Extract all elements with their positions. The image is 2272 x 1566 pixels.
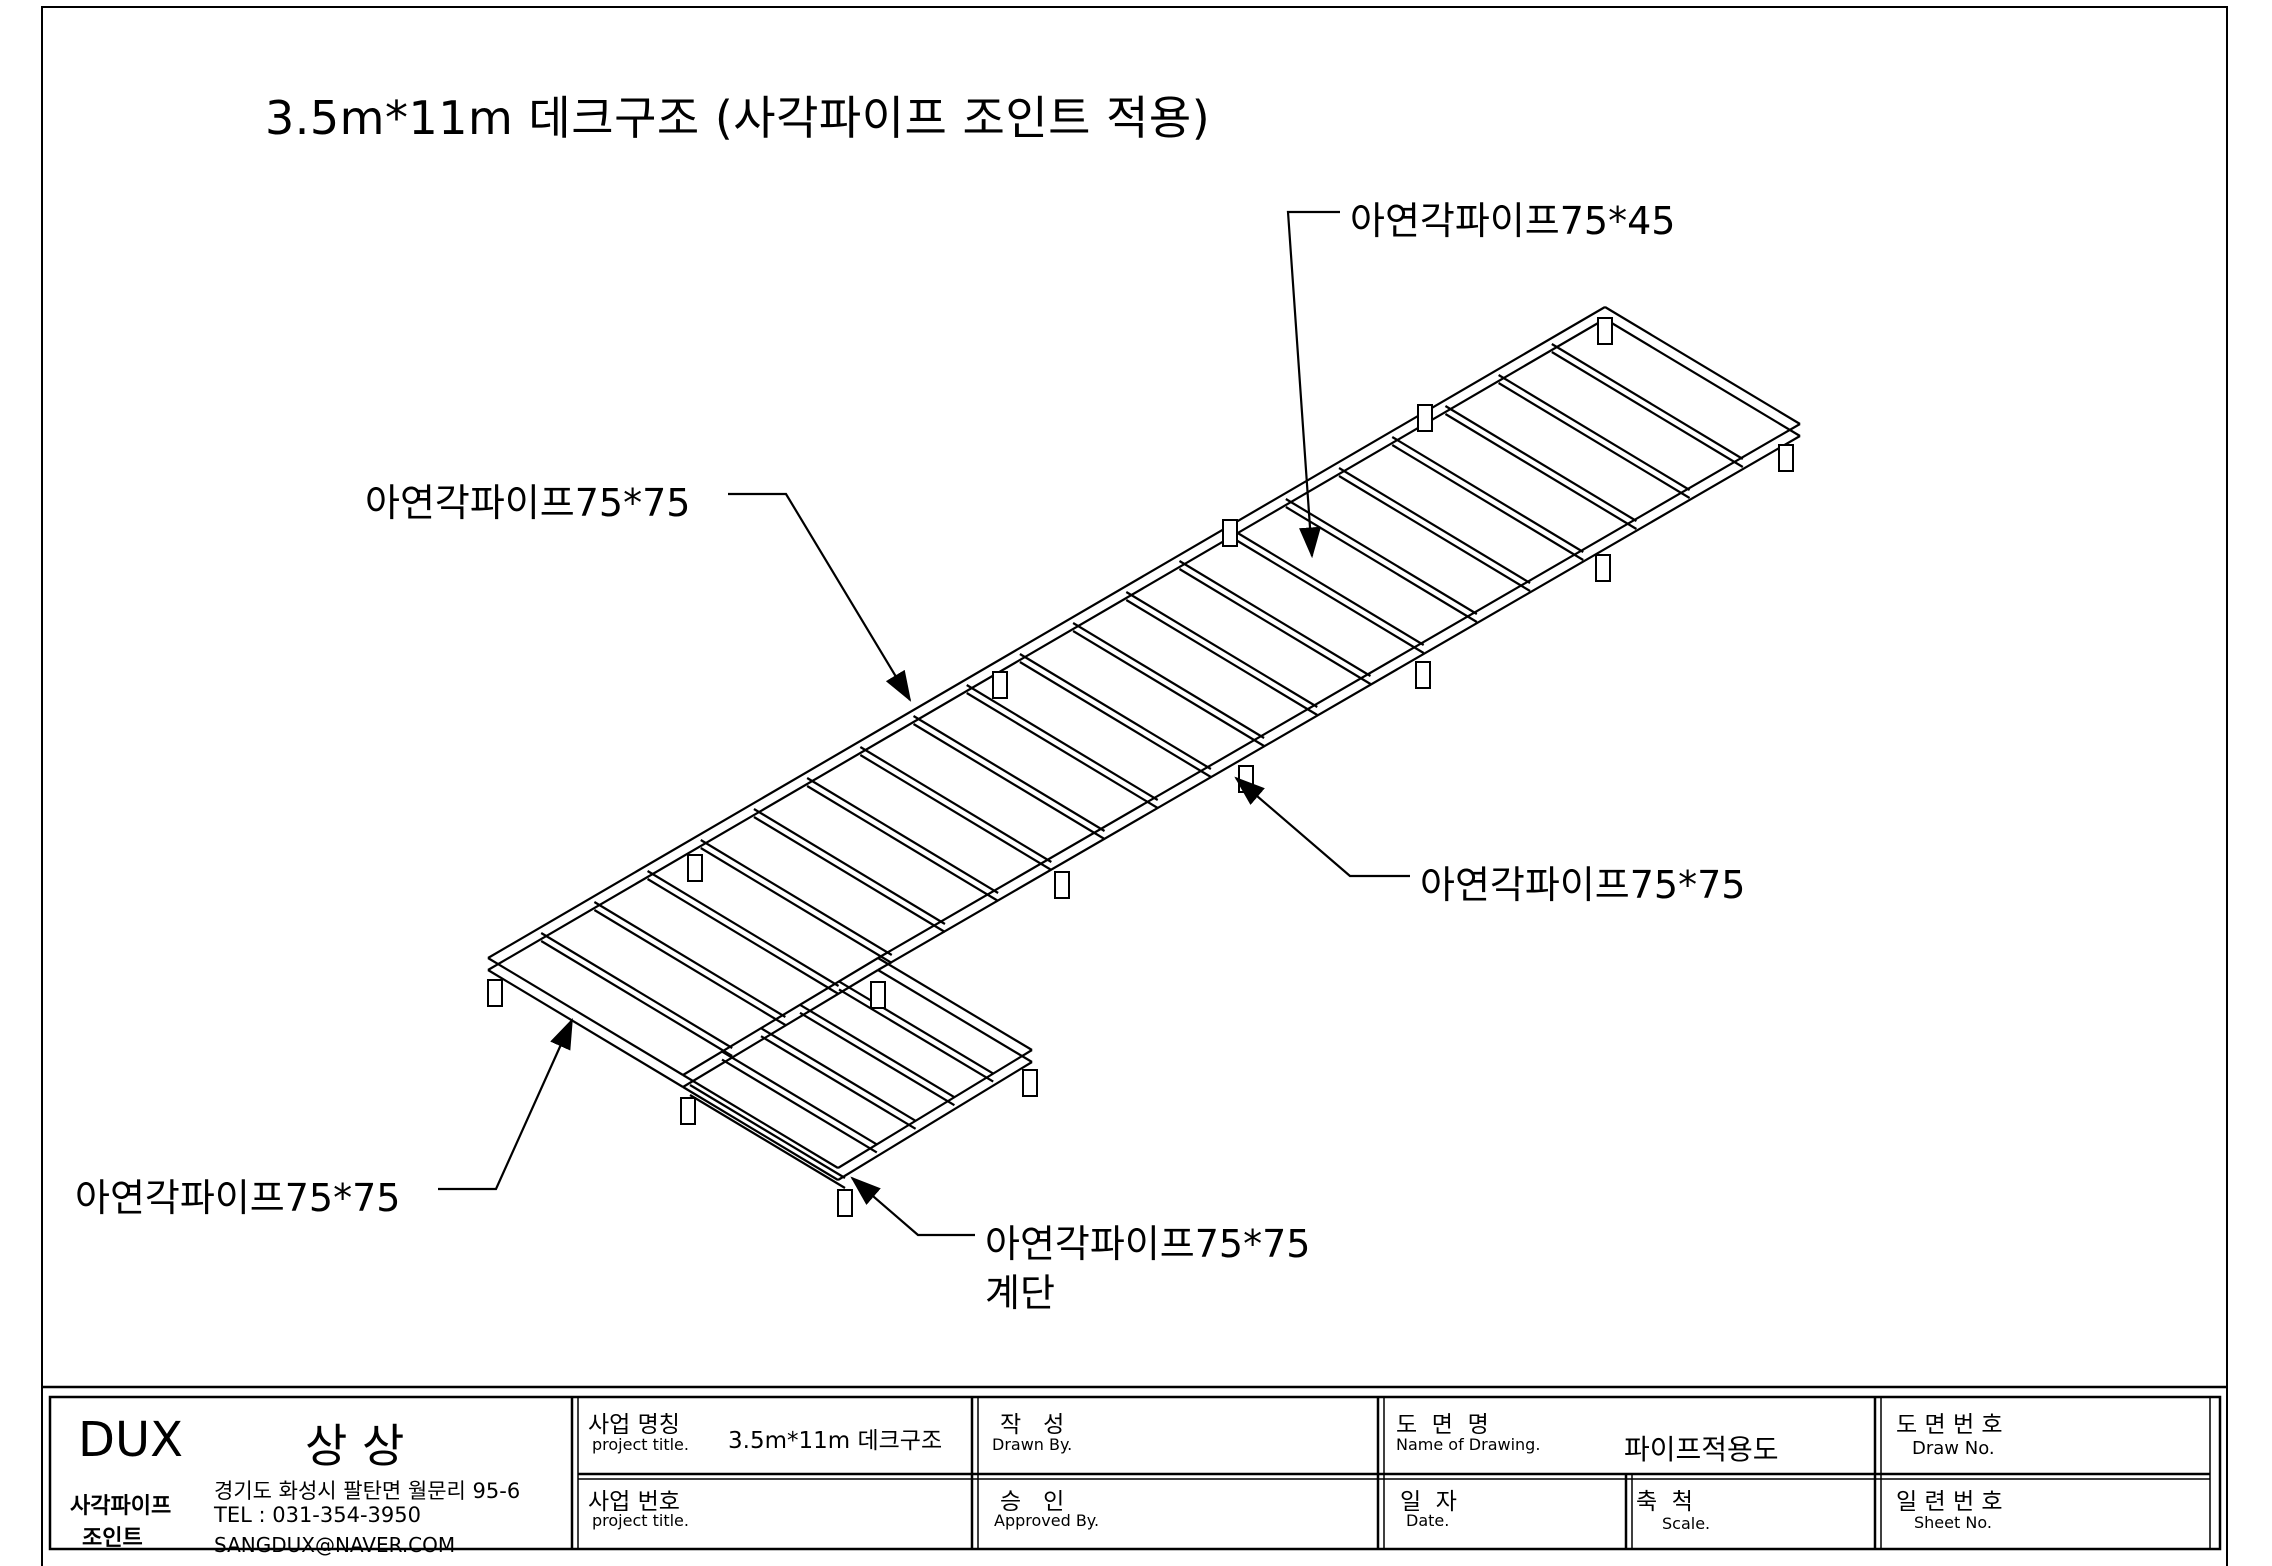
drawing-title: 3.5m*11m 데크구조 (사각파이프 조인트 적용) bbox=[265, 91, 1211, 145]
project-number-sub: project title. bbox=[592, 1511, 689, 1530]
drawing-number-label: 도 면 번 호 bbox=[1896, 1412, 2003, 1438]
callout-stairs-label: 계단 bbox=[985, 1271, 1055, 1315]
date-sub: Date. bbox=[1406, 1511, 1450, 1530]
company-logo: DUX bbox=[78, 1412, 183, 1468]
sheet-number-label: 일 련 번 호 bbox=[1896, 1489, 2003, 1515]
company-email: SANGDUX@NAVER.COM bbox=[214, 1533, 456, 1557]
support-leg bbox=[1022, 1069, 1038, 1097]
support-leg bbox=[1238, 765, 1254, 793]
drawn-by-label: 작 성 bbox=[1000, 1412, 1065, 1438]
date-label: 일 자 bbox=[1400, 1489, 1457, 1515]
callout-pipe-75x75-middle-right: 아연각파이프75*75 bbox=[1420, 863, 1746, 907]
support-leg bbox=[837, 1189, 853, 1217]
callout-pipe-75x75-middle-left: 아연각파이프75*75 bbox=[365, 481, 691, 525]
support-leg bbox=[1417, 404, 1433, 432]
project-name-value: 3.5m*11m 데크구조 bbox=[728, 1428, 943, 1454]
support-leg bbox=[870, 981, 886, 1009]
support-leg bbox=[487, 979, 503, 1007]
project-number-label: 사업 번호 bbox=[588, 1489, 680, 1515]
scale-label: 축 척 bbox=[1636, 1489, 1693, 1515]
callout-pipe-75x45: 아연각파이프75*45 bbox=[1350, 199, 1676, 243]
title-block-grid bbox=[41, 1385, 2228, 1551]
approved-by-sub: Approved By. bbox=[994, 1511, 1100, 1530]
company-address: 경기도 화성시 팔탄면 월문리 95-6 bbox=[214, 1479, 521, 1503]
support-leg bbox=[1415, 661, 1431, 689]
drawing-name-value: 파이프적용도 bbox=[1624, 1433, 1779, 1466]
support-leg bbox=[1054, 871, 1070, 899]
drawing-number-sub: Draw No. bbox=[1912, 1438, 1995, 1459]
support-leg bbox=[680, 1097, 696, 1125]
deck-support-legs bbox=[487, 317, 1794, 1217]
callout-leader-lines bbox=[438, 210, 1410, 1237]
approved-by-label: 승 인 bbox=[1000, 1489, 1065, 1515]
callout-pipe-75x75-stairs: 아연각파이프75*75 bbox=[985, 1222, 1311, 1266]
support-leg bbox=[1222, 519, 1238, 547]
drawing-frame bbox=[41, 6, 2228, 1566]
support-leg bbox=[1778, 444, 1794, 472]
project-name-label: 사업 명칭 bbox=[588, 1412, 680, 1438]
support-leg bbox=[1597, 317, 1613, 345]
scale-sub: Scale. bbox=[1662, 1514, 1711, 1533]
company-subtitle-2: 조인트 bbox=[82, 1526, 143, 1551]
project-name-sub: project title. bbox=[592, 1435, 689, 1454]
sheet-number-sub: Sheet No. bbox=[1914, 1513, 1992, 1532]
drawing-name-sub: Name of Drawing. bbox=[1396, 1435, 1541, 1454]
company-subtitle-1: 사각파이프 bbox=[70, 1494, 172, 1519]
support-leg bbox=[687, 854, 703, 882]
drawn-by-sub: Drawn By. bbox=[992, 1435, 1073, 1454]
callout-pipe-75x75-bottom-left: 아연각파이프75*75 bbox=[75, 1176, 401, 1220]
support-leg bbox=[992, 671, 1008, 699]
company-name: 상 상 bbox=[305, 1419, 405, 1473]
drawing-name-label: 도 면 명 bbox=[1396, 1412, 1489, 1438]
support-leg bbox=[1595, 554, 1611, 582]
company-tel: TEL : 031-354-3950 bbox=[214, 1503, 421, 1527]
deck-frame-lines bbox=[487, 306, 1801, 1189]
